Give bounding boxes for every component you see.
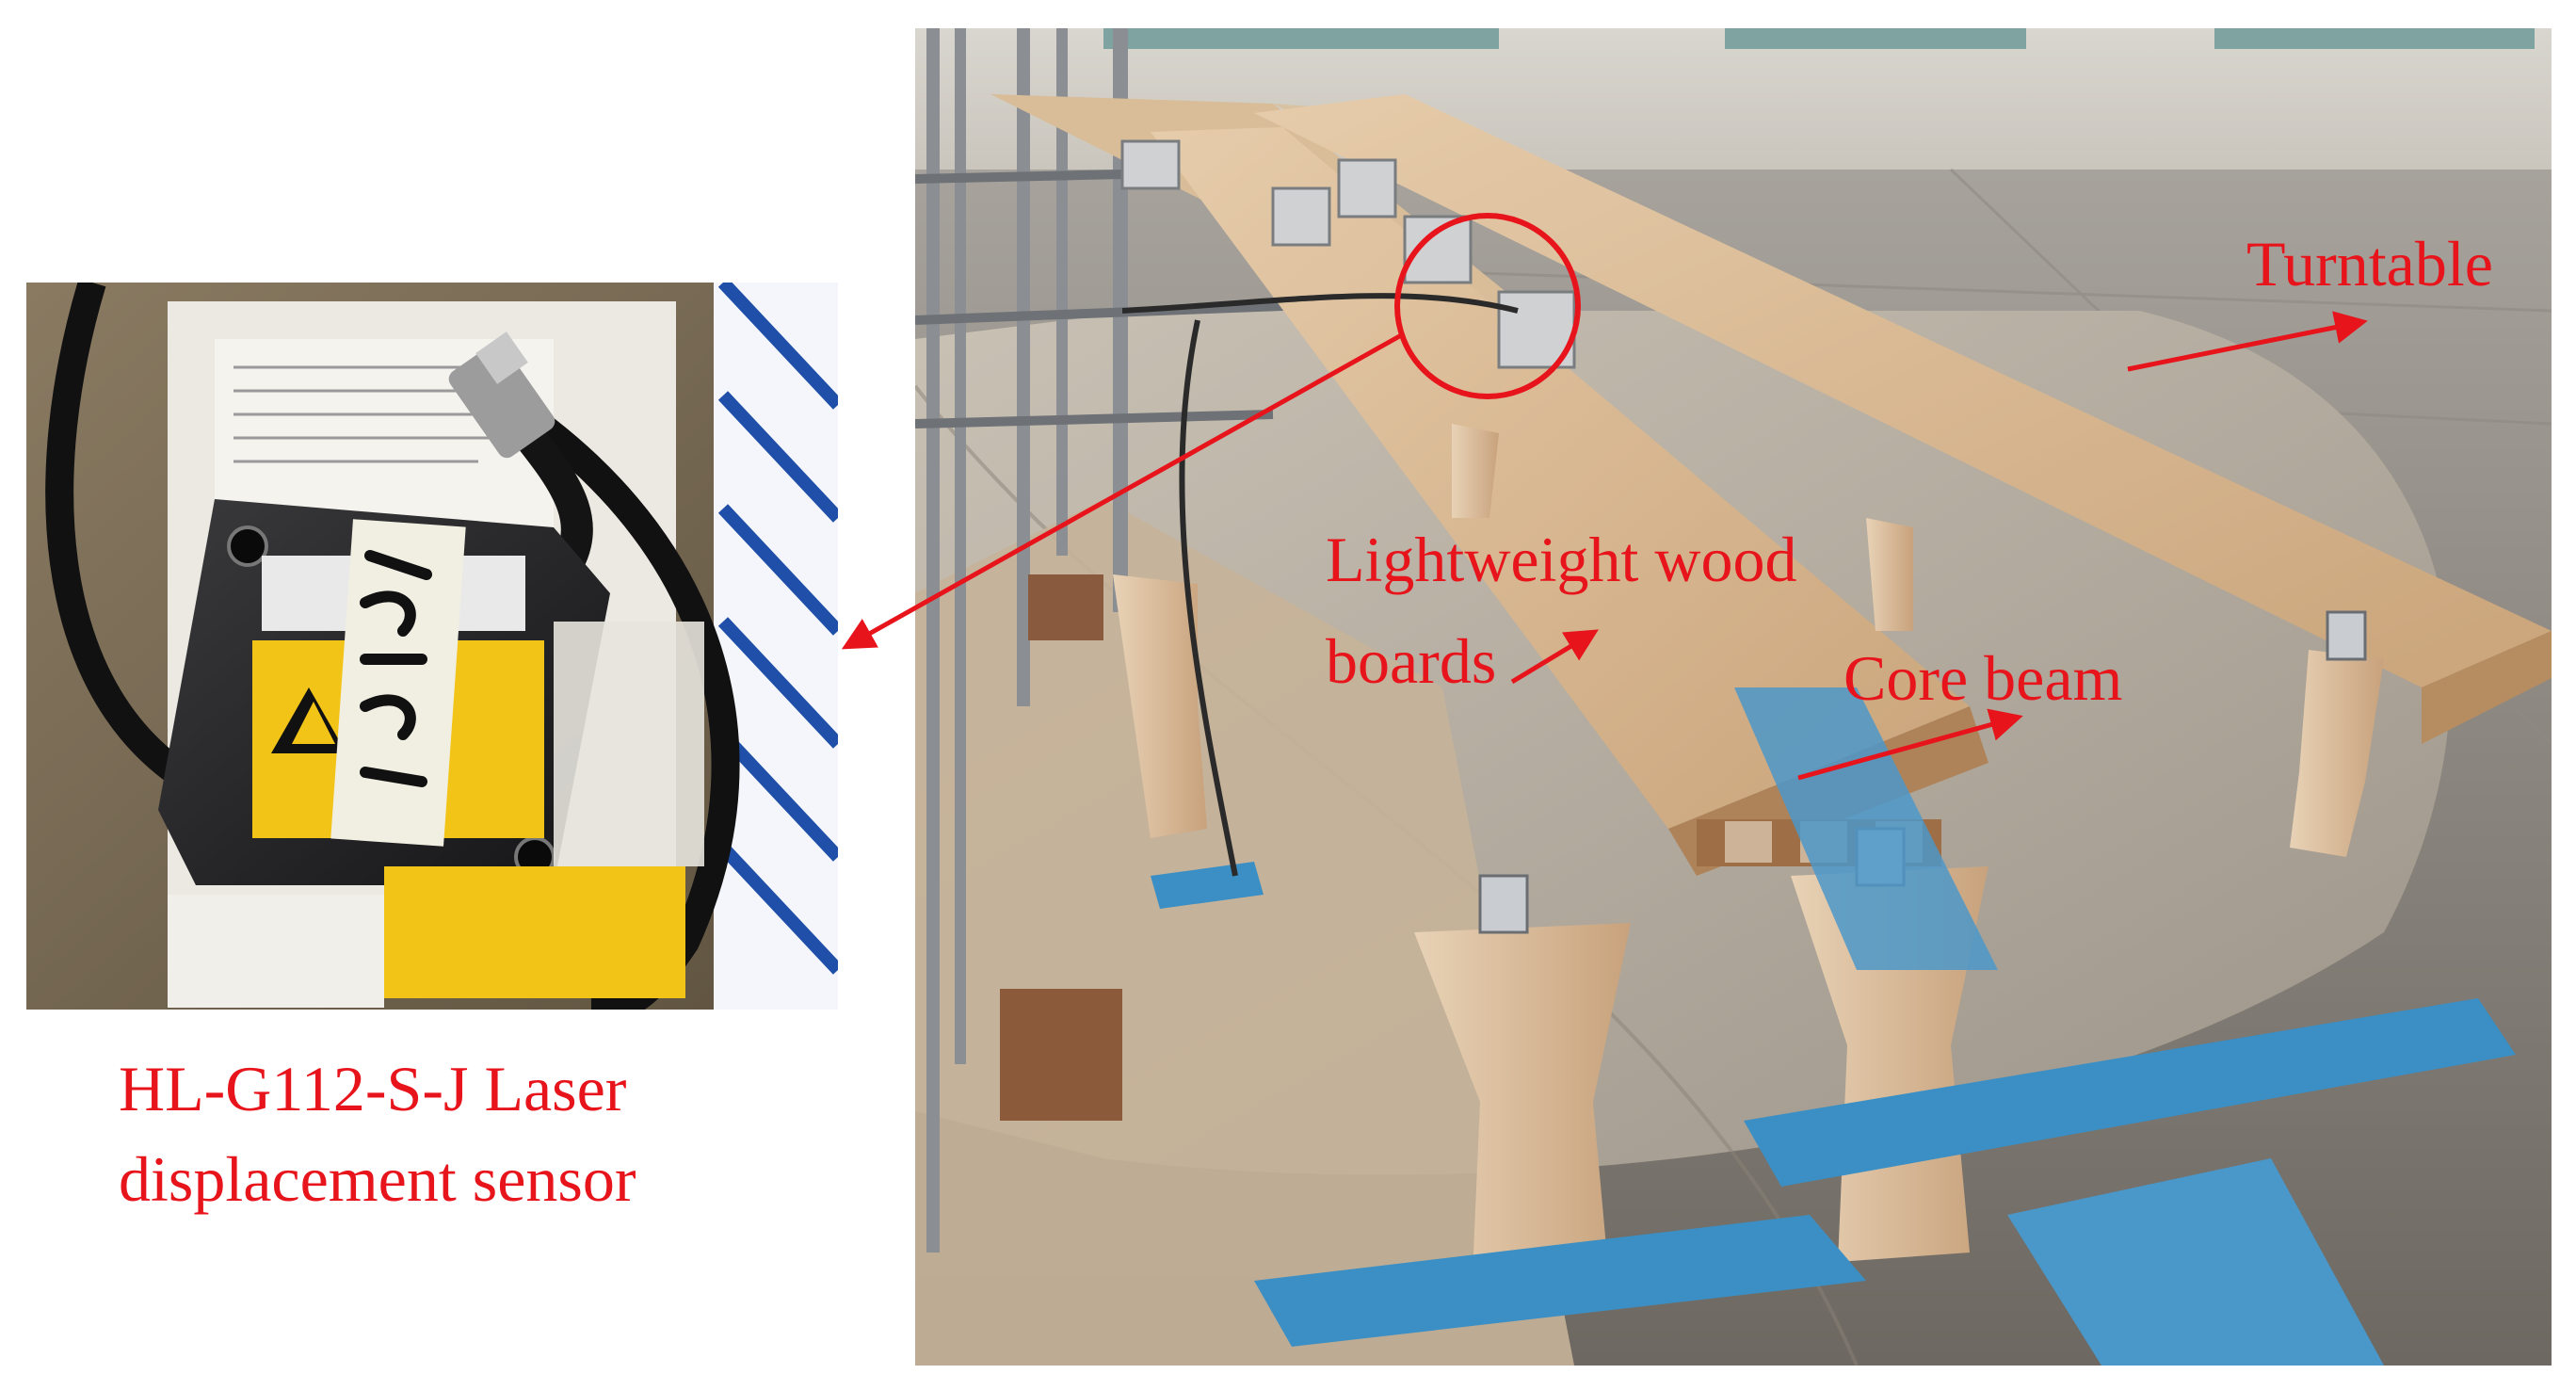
wood-boards-label: Lightweight wood boards <box>1326 509 1985 712</box>
wood-boards-label-line2: boards <box>1326 625 1497 697</box>
turntable-label: Turntable <box>2246 228 2493 299</box>
sensor-caption: HL-G112-S-J Laser displacement sensor <box>119 1043 891 1224</box>
sensor-caption-line2: displacement sensor <box>119 1143 636 1215</box>
sensor-caption-line1: HL-G112-S-J Laser <box>119 1053 627 1124</box>
core-beam-label: Core beam <box>1843 642 2123 714</box>
wood-boards-label-line1: Lightweight wood <box>1326 524 1797 595</box>
sensor-photo <box>26 283 838 1010</box>
